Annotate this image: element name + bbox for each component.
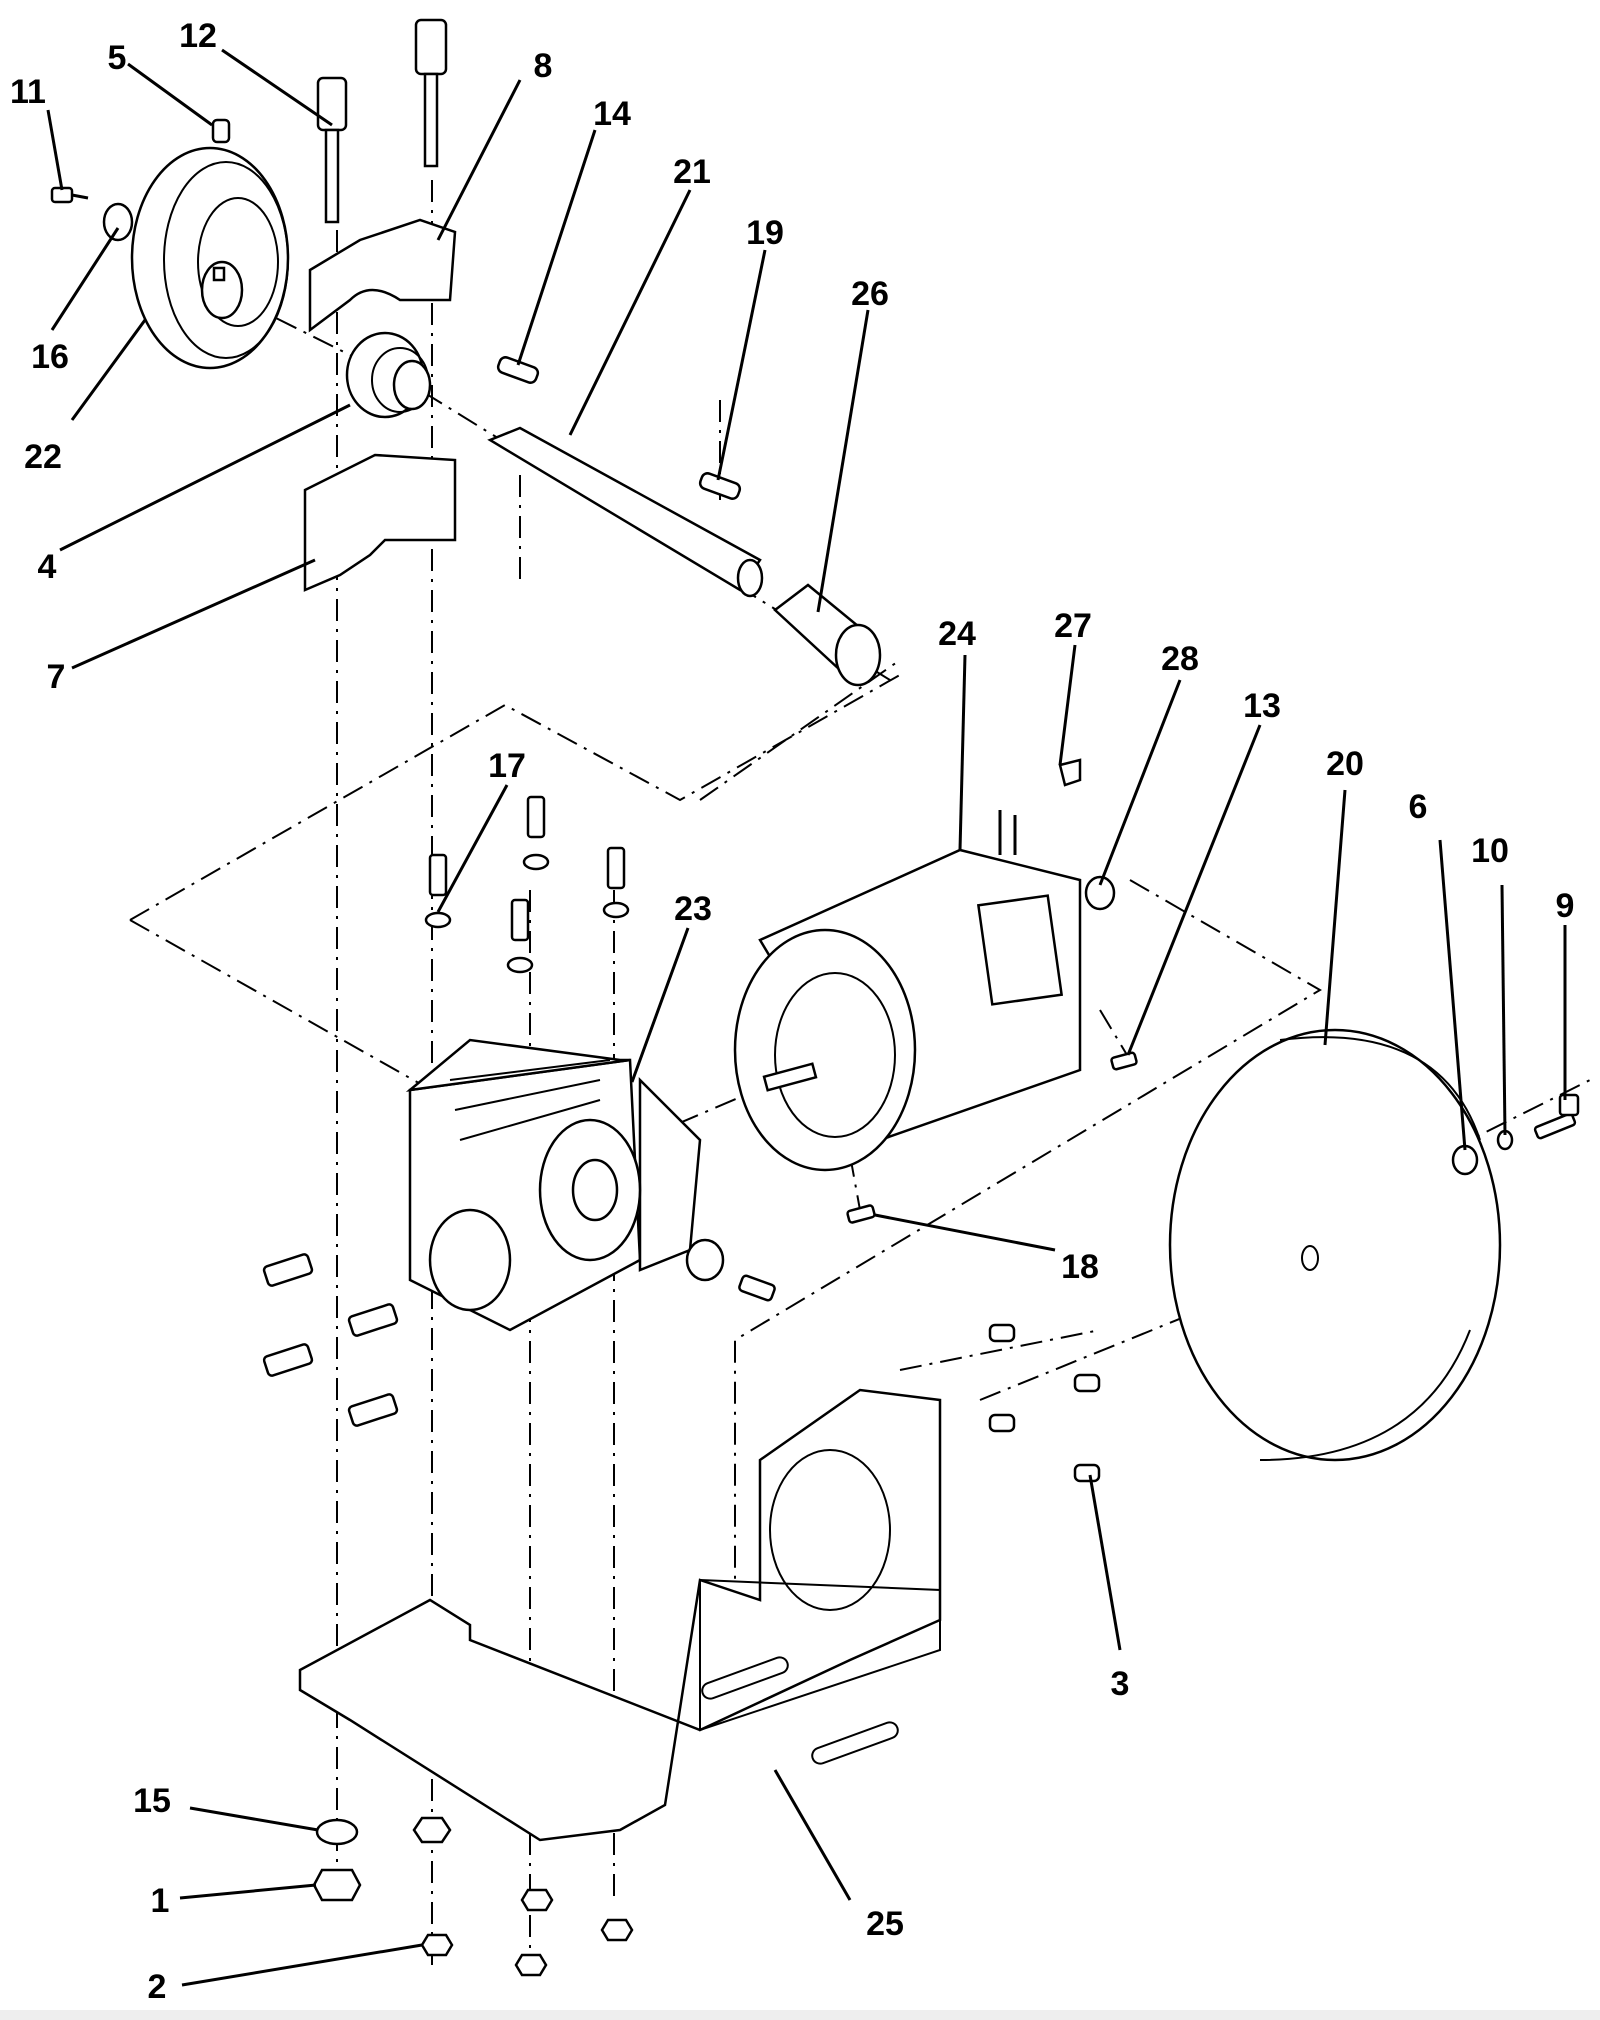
callout-23: 23	[674, 890, 712, 928]
part-nut-1	[312, 1868, 362, 1902]
callout-12: 12	[179, 17, 217, 55]
part-bolt-12b	[414, 18, 448, 168]
callout-2: 2	[148, 1968, 167, 2006]
callout-16: 16	[31, 338, 69, 376]
part-key-19	[698, 472, 742, 500]
part-nut-2	[420, 1933, 454, 1957]
part-gearbox-23	[405, 1038, 702, 1332]
part-sleeve-26	[773, 583, 882, 687]
callout-22: 22	[24, 438, 62, 476]
part-motor-24	[733, 810, 1082, 1172]
part-screw-gearbox	[738, 1274, 776, 1302]
callout-28: 28	[1161, 640, 1199, 678]
callout-18: 18	[1061, 1248, 1099, 1286]
part-nut-bottom-2	[600, 1918, 634, 1942]
part-gearbox-bolts	[262, 1253, 399, 1427]
callout-19: 19	[746, 214, 784, 252]
callout-11: 11	[10, 73, 46, 111]
part-key-18	[846, 1204, 876, 1224]
part-key-13	[1110, 1051, 1138, 1071]
part-nut-mid	[412, 1816, 452, 1844]
callout-5: 5	[108, 39, 127, 77]
part-washer-15	[315, 1818, 359, 1846]
callout-1: 1	[151, 1882, 170, 1920]
callout-4: 4	[38, 548, 57, 586]
callout-21: 21	[673, 153, 711, 191]
part-washer-6	[1451, 1144, 1479, 1176]
callout-6: 6	[1409, 788, 1428, 826]
callout-3: 3	[1111, 1665, 1130, 1703]
footer-bar	[0, 2010, 1600, 2020]
part-bracket-25	[298, 1388, 942, 1842]
part-washer-28	[1084, 875, 1116, 911]
part-pulley-22	[130, 146, 290, 370]
part-bearing-block-7	[303, 453, 457, 592]
callout-27: 27	[1054, 607, 1092, 645]
callout-20: 20	[1326, 745, 1364, 783]
parts	[50, 18, 1580, 1977]
callout-26: 26	[851, 275, 889, 313]
callout-24: 24	[938, 615, 976, 653]
callout-14: 14	[593, 95, 631, 133]
part-screw-11	[50, 186, 89, 204]
callout-9: 9	[1556, 887, 1575, 925]
part-nut-bottom-1	[514, 1953, 548, 1977]
leader-lines	[46, 48, 1567, 1987]
part-bolt-12	[316, 76, 348, 224]
callout-17: 17	[488, 747, 526, 785]
part-washer-gearbox	[685, 1238, 725, 1282]
callout-25: 25	[866, 1905, 904, 1943]
part-clip-27	[1058, 758, 1082, 787]
callout-10: 10	[1471, 832, 1509, 870]
callout-15: 15	[133, 1782, 171, 1820]
part-bearing-4	[345, 331, 432, 419]
part-bolt-9	[1533, 1093, 1580, 1140]
part-setscrew-5	[211, 118, 231, 144]
part-bearing-cap-8	[308, 218, 457, 333]
callout-13: 13	[1243, 687, 1281, 725]
part-screws-3	[988, 1323, 1101, 1483]
part-key-14	[496, 356, 540, 384]
part-washer-16	[102, 202, 134, 242]
part-bolts-17	[424, 795, 630, 974]
part-fan-20	[1168, 1028, 1502, 1462]
part-nut-bottom-3	[520, 1888, 554, 1912]
callout-8: 8	[534, 47, 553, 85]
callout-7: 7	[47, 658, 66, 696]
part-shaft-21	[487, 426, 764, 598]
callout-labels: 11 5 12 8 14 21 19 26 16 22 4 7 17 23 24…	[10, 17, 1574, 2006]
